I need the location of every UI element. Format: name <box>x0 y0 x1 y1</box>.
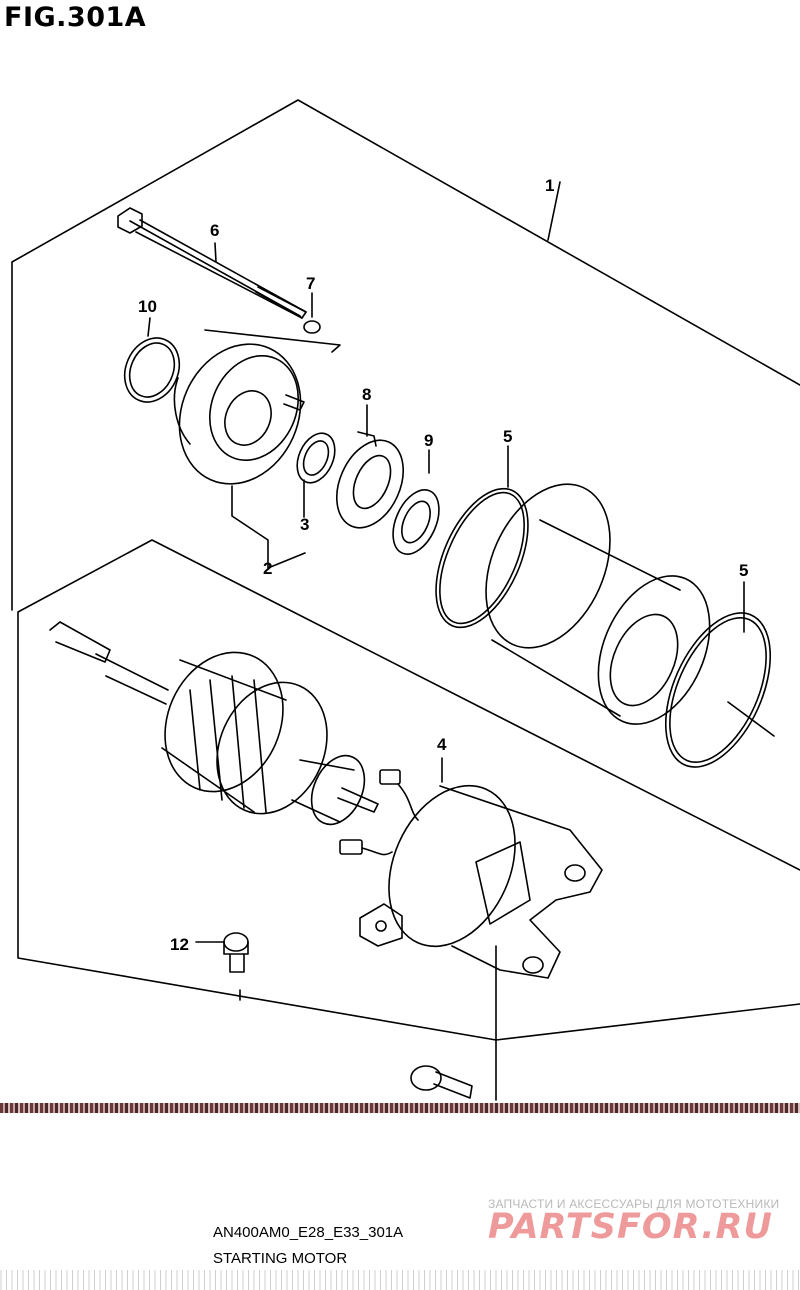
brush-lead-terminals <box>339 769 419 856</box>
figure-title: FIG.301A <box>4 2 147 33</box>
watermark-tagline: ЗАПЧАСТИ И АКСЕССУАРЫ ДЛЯ МОТОТЕХНИКИ <box>488 1197 780 1211</box>
callout-3: 3 <box>300 515 309 534</box>
o-ring-part-5-front <box>435 487 529 629</box>
washer-part-7 <box>303 320 321 334</box>
figure-name: STARTING MOTOR <box>213 1250 348 1267</box>
assembly-outline-lower <box>17 539 800 1041</box>
mounting-bolt-lower <box>410 945 497 1101</box>
armature-assembly <box>49 621 379 826</box>
callout-5-rear: 5 <box>739 561 748 580</box>
lock-plate-part-8 <box>336 431 404 529</box>
callout-4: 4 <box>437 735 447 754</box>
callout-8: 8 <box>362 385 371 404</box>
assembly-outline-upper <box>11 99 800 611</box>
callout-9: 9 <box>424 431 433 450</box>
yoke-housing <box>485 483 711 725</box>
figure-code: AN400AM0_E28_E33_301A <box>213 1224 404 1241</box>
callout-7: 7 <box>306 274 315 293</box>
end-cover-part-4 <box>359 784 603 979</box>
callout-2: 2 <box>263 559 272 578</box>
bolt-part-12 <box>195 932 249 1001</box>
callout-10: 10 <box>138 297 157 316</box>
o-ring-part-5-rear <box>664 612 772 768</box>
scan-noise-strip <box>0 1270 800 1290</box>
watermark-brand: PARTSFOR.RU <box>488 1207 773 1247</box>
o-ring-part-10 <box>123 337 181 403</box>
callout-1: 1 <box>545 176 554 195</box>
callout-5-front: 5 <box>503 427 512 446</box>
through-bolt <box>117 207 307 319</box>
callout-6: 6 <box>210 221 219 240</box>
oil-seal-part-3 <box>296 432 336 484</box>
washer-part-9 <box>392 489 440 555</box>
front-cover-housing <box>173 329 341 485</box>
callout-12: 12 <box>170 935 189 954</box>
scan-tear-line <box>0 1103 800 1113</box>
